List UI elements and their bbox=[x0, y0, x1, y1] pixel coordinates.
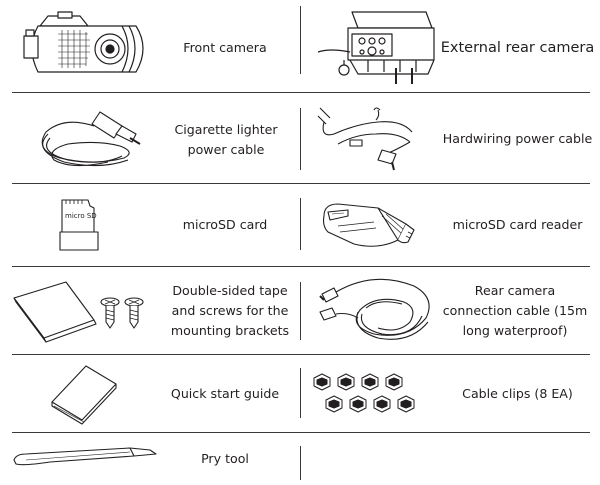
microsd-card-icon: micro SD bbox=[58, 196, 102, 252]
tape-and-screws-icon bbox=[10, 276, 160, 346]
row-divider bbox=[12, 183, 590, 184]
hardwiring-cable-icon bbox=[316, 104, 434, 174]
cigarette-lighter-cable-icon bbox=[24, 104, 149, 174]
rear-connection-cable-icon bbox=[318, 274, 438, 350]
item-label-pry-tool: Pry tool bbox=[201, 451, 249, 466]
row-divider bbox=[12, 354, 590, 355]
item-label-microsd-card: microSD card bbox=[182, 217, 268, 232]
item-label-hardwiring-power-cable: Hardwiring power cable bbox=[442, 131, 593, 146]
column-divider bbox=[300, 368, 301, 418]
item-label-quick-start-guide: Quick start guide bbox=[170, 386, 280, 401]
pry-tool-icon bbox=[10, 444, 160, 472]
item-label-microsd-card-reader: microSD card reader bbox=[452, 217, 583, 232]
column-divider bbox=[300, 108, 301, 170]
quick-start-guide-icon bbox=[46, 362, 122, 424]
microsd-reader-icon bbox=[318, 196, 418, 256]
row-divider bbox=[12, 92, 590, 93]
row-divider bbox=[12, 266, 590, 267]
rear-camera-icon bbox=[308, 8, 443, 88]
item-label-external-rear-camera: External rear camera bbox=[440, 40, 595, 56]
column-divider bbox=[300, 446, 301, 480]
column-divider bbox=[300, 282, 301, 340]
item-label-rear-camera-connection-cable: Rear camera connection cable (15m long w… bbox=[442, 283, 588, 338]
column-divider bbox=[300, 198, 301, 250]
item-label-front-camera: Front camera bbox=[183, 40, 267, 55]
microsd-card-text: micro SD bbox=[65, 212, 97, 220]
cable-clips-icon bbox=[312, 373, 415, 413]
item-label-cigarette-lighter-power-cable: Cigarette lighter power cable bbox=[174, 122, 278, 157]
column-divider bbox=[300, 6, 301, 74]
front-camera-icon bbox=[18, 10, 158, 80]
item-label-double-sided-tape-and-screws: Double-sided tape and screws for the mou… bbox=[170, 283, 290, 338]
item-label-cable-clips: Cable clips (8 EA) bbox=[462, 386, 573, 401]
row-divider bbox=[12, 432, 590, 433]
